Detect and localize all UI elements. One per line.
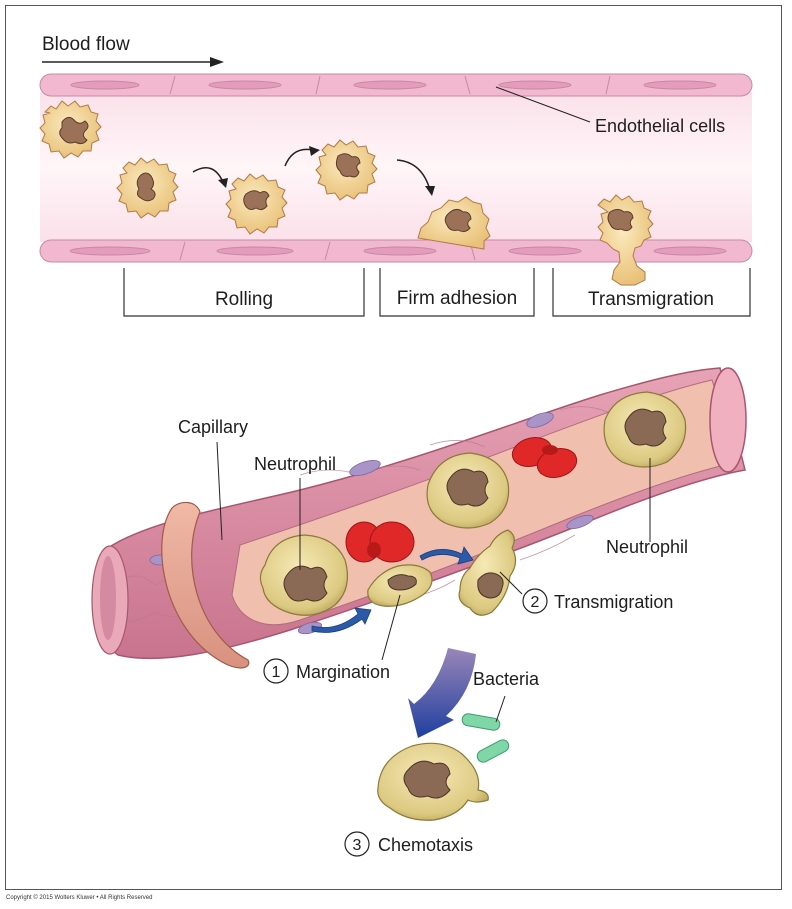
step-3-circle: [344, 831, 370, 857]
neutrophil-in-lumen-middle: [426, 452, 510, 529]
blood-flow-arrow: [42, 57, 224, 67]
stage-brackets: [123, 268, 751, 317]
red-blood-cells-upper: [511, 437, 578, 478]
margination-flow-arrows: [311, 546, 474, 633]
step-1-label: Margination: [296, 662, 390, 682]
top-panel: Blood flow Endothelial cells: [39, 34, 753, 317]
neutrophil-firm-adhesion: [417, 196, 491, 250]
neutrophil-chemotaxis: [377, 742, 489, 821]
chemotaxis-arrow: [408, 648, 476, 738]
stage-firm-adhesion-label: Firm adhesion: [397, 288, 517, 309]
step-3-number: 3: [353, 837, 362, 854]
upper-endothelium: [39, 73, 753, 97]
capillary-label: Capillary: [178, 417, 248, 437]
neutrophil-in-lumen-right: [603, 391, 687, 468]
stage-transmigration-label: Transmigration: [588, 289, 714, 310]
lower-endothelium: [39, 239, 753, 263]
neutrophil-label-right: Neutrophil: [606, 537, 688, 557]
step-3: 3 Chemotaxis: [344, 831, 473, 857]
step-1: 1 Margination: [263, 658, 390, 684]
rolling-arrowheads: [218, 146, 435, 196]
step-1-number: 1: [272, 664, 281, 681]
neutrophil-rolling-3: [315, 139, 378, 201]
step-2-label: Transmigration: [554, 592, 673, 612]
endothelial-cells-label: Endothelial cells: [595, 116, 725, 136]
neutrophil-in-lumen-left: [259, 534, 348, 616]
stage-rolling-label: Rolling: [215, 289, 273, 310]
step-2: 2 Transmigration: [522, 588, 673, 614]
neutrophil-rolling-1: [116, 157, 179, 219]
capillary-cut-end: [91, 545, 129, 655]
blood-flow-label: Blood flow: [42, 34, 130, 55]
endothelial-leader-line: [495, 86, 591, 123]
bottom-panel: Capillary Neutrophil Neutrophil Bacteria…: [91, 367, 747, 857]
capillary-ring: [161, 501, 250, 669]
neutrophil-rolling-2: [225, 173, 288, 235]
bacteria: [461, 713, 510, 763]
leader-lines: [216, 441, 651, 723]
neutrophil-marginating: [367, 564, 433, 607]
bacteria-label: Bacteria: [473, 669, 540, 689]
step-1-circle: [263, 658, 289, 684]
neutrophil-label-left: Neutrophil: [254, 454, 336, 474]
step-2-circle: [522, 588, 548, 614]
step-2-number: 2: [531, 594, 540, 611]
neutrophil-transmigrating: [597, 194, 654, 286]
red-blood-cells-lower: [345, 521, 415, 563]
step-3-label: Chemotaxis: [378, 835, 473, 855]
neutrophil-free-flowing: [39, 100, 102, 159]
copyright-notice: Copyright © 2015 Wolters Kluwer • All Ri…: [6, 895, 153, 901]
neutrophil-transmigrating-bottom: [458, 529, 517, 616]
